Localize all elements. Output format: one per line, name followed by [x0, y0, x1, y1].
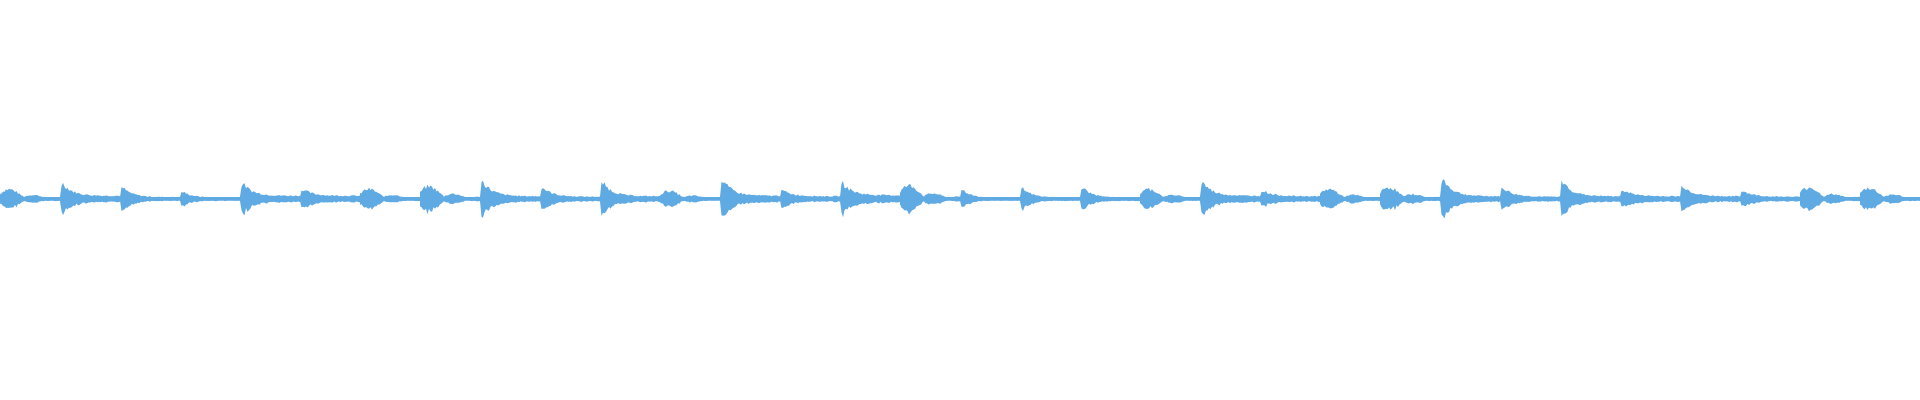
waveform-segment — [960, 190, 1020, 207]
waveform-segment — [1260, 190, 1320, 207]
waveform-segment — [180, 191, 240, 207]
waveform-shapes — [0, 179, 1920, 219]
waveform-segment — [60, 182, 120, 216]
waveform-segment — [600, 182, 660, 216]
waveform-segment — [120, 187, 180, 211]
waveform-segment — [840, 180, 900, 218]
waveform-segment — [0, 188, 60, 208]
waveform-segment — [1200, 181, 1260, 215]
waveform-segment — [1440, 179, 1500, 219]
waveform-segment — [1500, 187, 1560, 210]
waveform-segment — [240, 183, 300, 216]
waveform-segment — [360, 187, 420, 210]
waveform-segment — [720, 181, 780, 216]
waveform-segment — [1140, 188, 1200, 209]
waveform-segment — [1560, 180, 1620, 216]
waveform-segment — [1740, 191, 1800, 207]
waveform-segment — [1620, 190, 1680, 207]
waveform-segment — [1860, 187, 1920, 210]
waveform-segment — [540, 188, 600, 209]
waveform-segment — [1080, 188, 1140, 210]
waveform-segment — [1320, 188, 1380, 209]
waveform-segment — [300, 190, 360, 208]
waveform-segment — [1680, 185, 1740, 212]
waveform-segment — [480, 180, 540, 218]
waveform-segment — [1380, 187, 1440, 211]
waveform-segment — [1800, 187, 1860, 212]
waveform-segment — [1020, 187, 1080, 212]
waveform-segment — [900, 184, 960, 215]
waveform-segment — [780, 189, 840, 208]
waveform-segment — [660, 190, 720, 208]
waveform-segment — [420, 184, 480, 215]
